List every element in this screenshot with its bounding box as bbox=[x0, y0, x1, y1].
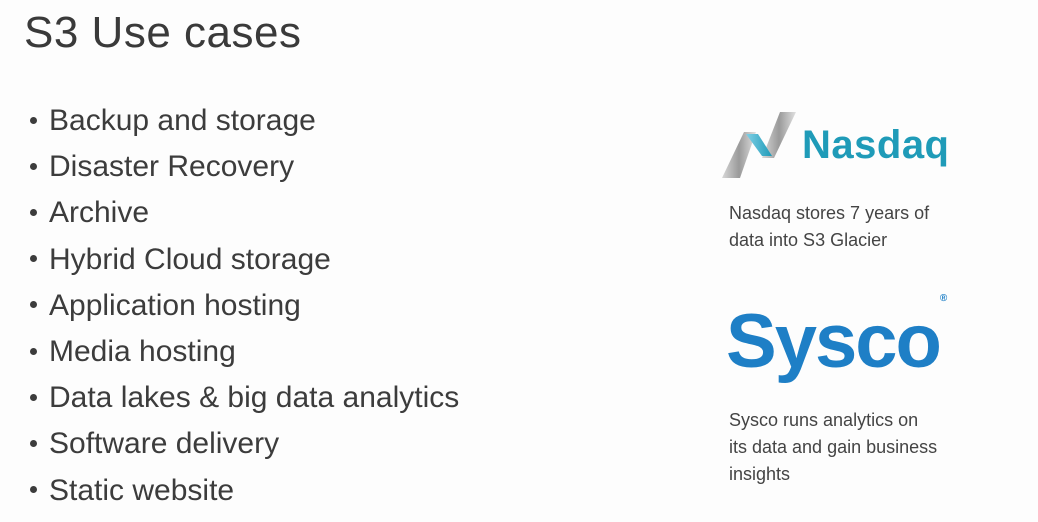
caption-line: Nasdaq stores 7 years of bbox=[729, 203, 930, 223]
sysco-wordmark: Sysco bbox=[726, 299, 942, 384]
list-item-label: Disaster Recovery bbox=[49, 150, 295, 184]
bullet-icon bbox=[30, 347, 37, 355]
bullet-icon bbox=[30, 393, 37, 401]
list-item: Software delivery bbox=[24, 421, 459, 467]
bullet-icon bbox=[30, 208, 37, 216]
list-item-label: Static website bbox=[49, 473, 235, 507]
list-item: Hybrid Cloud storage bbox=[24, 237, 459, 283]
registered-mark-icon: ® bbox=[939, 292, 948, 304]
bullet-icon bbox=[30, 116, 37, 124]
list-item: Application hosting bbox=[24, 283, 459, 329]
list-item-label: Backup and storage bbox=[49, 104, 316, 137]
list-item: Disaster Recovery bbox=[24, 144, 459, 190]
caption-line: insights bbox=[729, 464, 791, 484]
list-item-label: Application hosting bbox=[49, 288, 301, 322]
bullet-icon bbox=[30, 301, 37, 309]
nasdaq-wordmark: Nasdaq bbox=[802, 122, 950, 167]
list-item-label: Hybrid Cloud storage bbox=[49, 242, 331, 276]
nasdaq-logo: Nasdaq bbox=[722, 112, 950, 178]
sysco-logo: Sysco® bbox=[726, 293, 947, 385]
nasdaq-caption: Nasdaq stores 7 years of data into S3 Gl… bbox=[729, 200, 929, 254]
bullet-icon bbox=[30, 486, 37, 494]
bullet-icon bbox=[30, 439, 37, 447]
bullet-icon bbox=[30, 255, 37, 263]
list-item-label: Archive bbox=[49, 196, 150, 230]
caption-line: data into S3 Glacier bbox=[729, 230, 888, 250]
sysco-caption: Sysco runs analytics on its data and gai… bbox=[729, 407, 937, 488]
list-item: Data lakes & big data analytics bbox=[24, 375, 459, 421]
bullet-icon bbox=[30, 162, 37, 170]
caption-line: Sysco runs analytics on bbox=[729, 410, 919, 430]
list-item: Static website bbox=[24, 468, 459, 514]
slide-title: S3 Use cases bbox=[24, 8, 302, 57]
caption-line: its data and gain business bbox=[729, 437, 938, 457]
list-item-label: Media hosting bbox=[49, 334, 236, 368]
list-item-label: Software delivery bbox=[49, 427, 280, 461]
nasdaq-emblem-icon bbox=[722, 112, 796, 178]
list-item: Backup and storage bbox=[24, 98, 459, 144]
list-item: Archive bbox=[24, 190, 459, 236]
use-case-list: Backup and storage Disaster Recovery Arc… bbox=[24, 98, 459, 514]
list-item-label: Data lakes & big data analytics bbox=[49, 381, 460, 415]
list-item: Media hosting bbox=[24, 329, 459, 375]
